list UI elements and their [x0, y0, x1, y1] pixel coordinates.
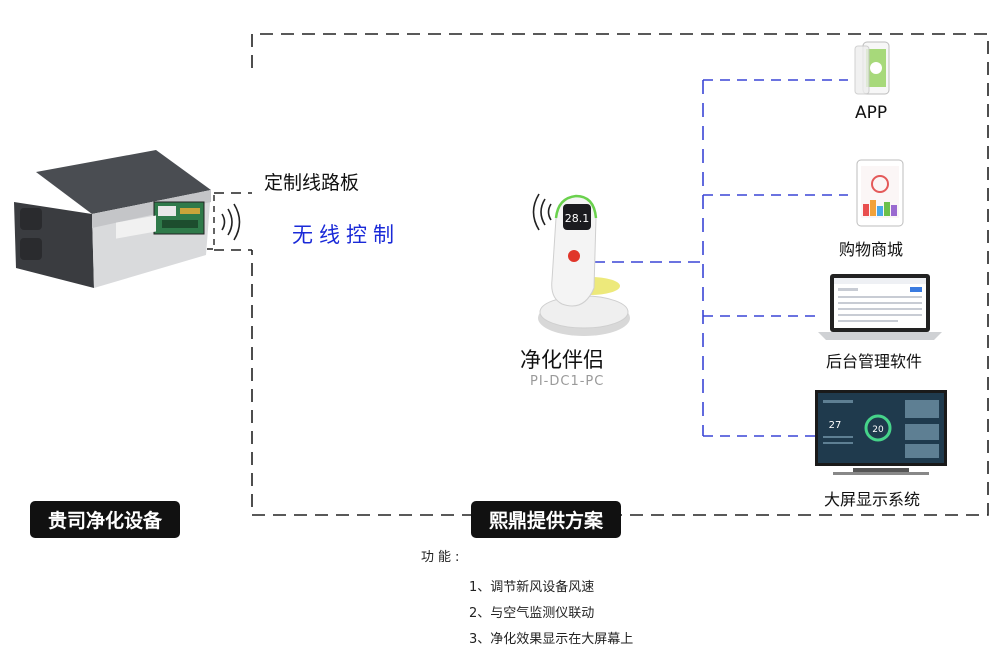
ventilation-unit-image	[14, 150, 211, 288]
device-name-label: 净化伴侣	[520, 348, 604, 372]
wifi-waves-device	[532, 193, 552, 231]
tablet-icon	[856, 159, 904, 227]
functions-title: 功能:	[421, 550, 464, 565]
purifier-companion-device: 28.1	[538, 194, 630, 336]
solution-pill: 熙鼎提供方案	[471, 501, 622, 538]
client-device-pill: 贵司净化设备	[30, 501, 181, 538]
device-model-label: PI-DC1-PC	[530, 374, 605, 389]
laptop-icon	[818, 274, 942, 340]
tv-reading-2: 20	[872, 425, 884, 435]
board-label: 定制线路板	[264, 172, 360, 194]
function-item: 2、与空气监测仪联动	[469, 606, 595, 621]
target-label-screen: 大屏显示系统	[824, 490, 921, 509]
dashed-frame	[251, 33, 989, 516]
target-label-admin: 后台管理软件	[826, 352, 923, 371]
function-item: 3、净化效果显示在大屏幕上	[469, 632, 634, 647]
target-label-app: APP	[855, 103, 888, 123]
wireless-control-label: 无线控制	[292, 223, 400, 247]
target-label-mall: 购物商城	[839, 240, 904, 259]
tv-reading-1: 27	[829, 420, 842, 431]
wifi-waves-board	[221, 203, 241, 241]
tv-icon: 27 20	[815, 390, 947, 475]
svg-text:28.1: 28.1	[565, 212, 590, 225]
function-item: 1、调节新风设备风速	[469, 580, 595, 595]
phone-icon	[854, 41, 890, 95]
